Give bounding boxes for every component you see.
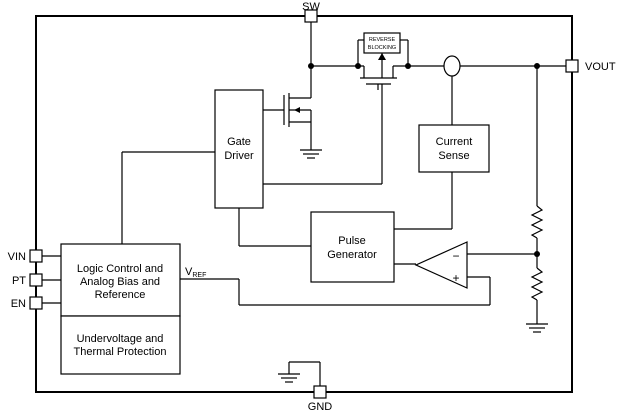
resistor-bottom [530, 267, 544, 301]
ic-boundary [35, 15, 573, 393]
pin-en-label: EN [11, 298, 26, 310]
undervoltage-label-1: Undervoltage and [77, 333, 164, 345]
junction-sw [308, 63, 314, 69]
resistor-top [530, 205, 544, 239]
current-sense-block: Current Sense [418, 124, 490, 173]
gate-driver-label-1: Gate [227, 136, 251, 148]
current-sense-probe [443, 55, 461, 125]
logic-control-label-2: Analog Bias and [80, 276, 160, 288]
feedback-divider [530, 66, 544, 324]
pin-vout-label: VOUT [585, 61, 616, 73]
logic-control-label-1: Logic Control and [77, 263, 163, 275]
undervoltage-block: Undervoltage and Thermal Protection [60, 315, 181, 375]
pin-vin: VIN [8, 249, 43, 263]
reverse-blocking-label-1: REVERSE [369, 37, 396, 43]
pin-en: EN [11, 296, 43, 310]
pin-gnd: GND [308, 385, 333, 413]
pin-sw: SW [302, 1, 320, 23]
ground-gnd-icon [278, 361, 321, 386]
comparator: − + [414, 241, 468, 289]
pin-vin-label: VIN [8, 251, 26, 263]
gate-driver-block: Gate Driver [214, 89, 264, 209]
current-sense-label-1: Current [436, 136, 473, 148]
pin-pt: PT [12, 273, 43, 287]
pin-sw-label: SW [302, 1, 320, 13]
reverse-blocking-switch: REVERSE BLOCKING [357, 32, 409, 184]
pulse-generator-label-2: Generator [327, 249, 377, 261]
comparator-plus-sign: + [452, 271, 459, 285]
pin-gnd-label: GND [308, 401, 333, 413]
logic-control-block: Logic Control and Analog Bias and Refere… [60, 243, 181, 317]
reverse-blocking-label-2: BLOCKING [368, 45, 396, 51]
comparator-minus-sign: − [452, 249, 459, 263]
pulse-generator-block: Pulse Generator [310, 211, 395, 283]
pin-pt-label: PT [12, 275, 26, 287]
gate-driver-label-2: Driver [224, 150, 254, 162]
power-path-wires [310, 22, 566, 98]
vref-label: VREF [185, 266, 206, 279]
undervoltage-label-2: Thermal Protection [74, 346, 167, 358]
low-side-nmos [263, 93, 312, 150]
pin-vout: VOUT [565, 59, 616, 73]
logic-control-label-3: Reference [95, 289, 146, 301]
current-sense-label-2: Sense [438, 150, 469, 162]
ground-divider-icon [526, 323, 548, 333]
control-wires [42, 151, 537, 306]
pulse-generator-label-1: Pulse [338, 235, 366, 247]
ground-lowside-icon [300, 149, 322, 159]
